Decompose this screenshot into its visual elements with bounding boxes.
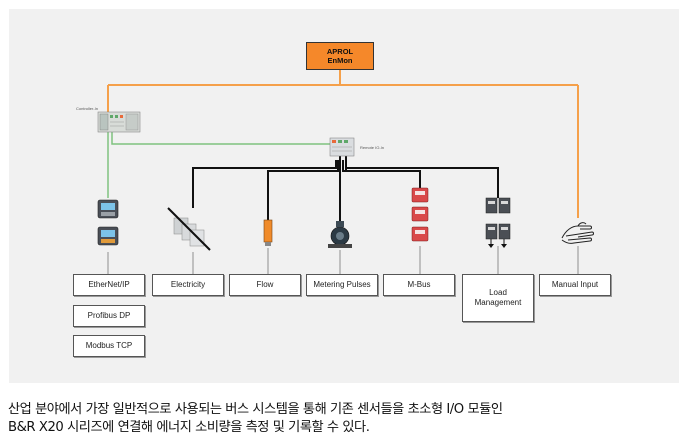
aprol-enmon-box: APROL EnMon xyxy=(306,42,374,70)
caption: 산업 분야에서 가장 일반적으로 사용되는 버스 시스템을 통해 기존 센서들을… xyxy=(8,401,688,437)
gas-meter-icon xyxy=(328,221,352,248)
orange-backbone xyxy=(107,70,579,218)
enmon-label: EnMon xyxy=(327,56,353,65)
aprol-label: APROL xyxy=(326,47,354,56)
caption-line-1: 산업 분야에서 가장 일반적으로 사용되는 버스 시스템을 통해 기존 센서들을… xyxy=(8,402,503,417)
controller-module xyxy=(97,111,141,133)
flow-sensor-icon xyxy=(263,219,273,246)
flow-box: Flow xyxy=(229,274,301,296)
ethernet-ip-box: EtherNet/IP xyxy=(73,274,145,296)
ethernet-meter-icon xyxy=(97,199,119,246)
contactor-icon xyxy=(485,197,511,248)
green-links xyxy=(107,130,340,198)
current-transformer-icon xyxy=(167,207,211,251)
hand-icon xyxy=(561,222,594,244)
management-label: Management xyxy=(474,298,522,307)
manual-input-box: Manual Input xyxy=(539,274,611,296)
metering-pulses-box: Metering Pulses xyxy=(306,274,378,296)
remote-io-label: Remote IO-In xyxy=(360,145,385,150)
m-bus-box: M-Bus xyxy=(383,274,455,296)
controller-label: Controller-In xyxy=(76,106,99,111)
electricity-box: Electricity xyxy=(152,274,224,296)
remote-io-module xyxy=(329,137,355,157)
field-bus xyxy=(192,150,499,222)
drop-lines xyxy=(107,246,579,274)
modbus-tcp-box: Modbus TCP xyxy=(73,335,145,357)
caption-line-2: B&R X20 시리즈에 연결해 에너지 소비량을 측정 및 기록할 수 있다. xyxy=(8,420,370,435)
profibus-dp-box: Profibus DP xyxy=(73,305,145,327)
load-label: Load xyxy=(489,288,507,297)
mbus-meter-icon xyxy=(411,187,429,242)
load-management-box: Load Management xyxy=(462,274,534,322)
